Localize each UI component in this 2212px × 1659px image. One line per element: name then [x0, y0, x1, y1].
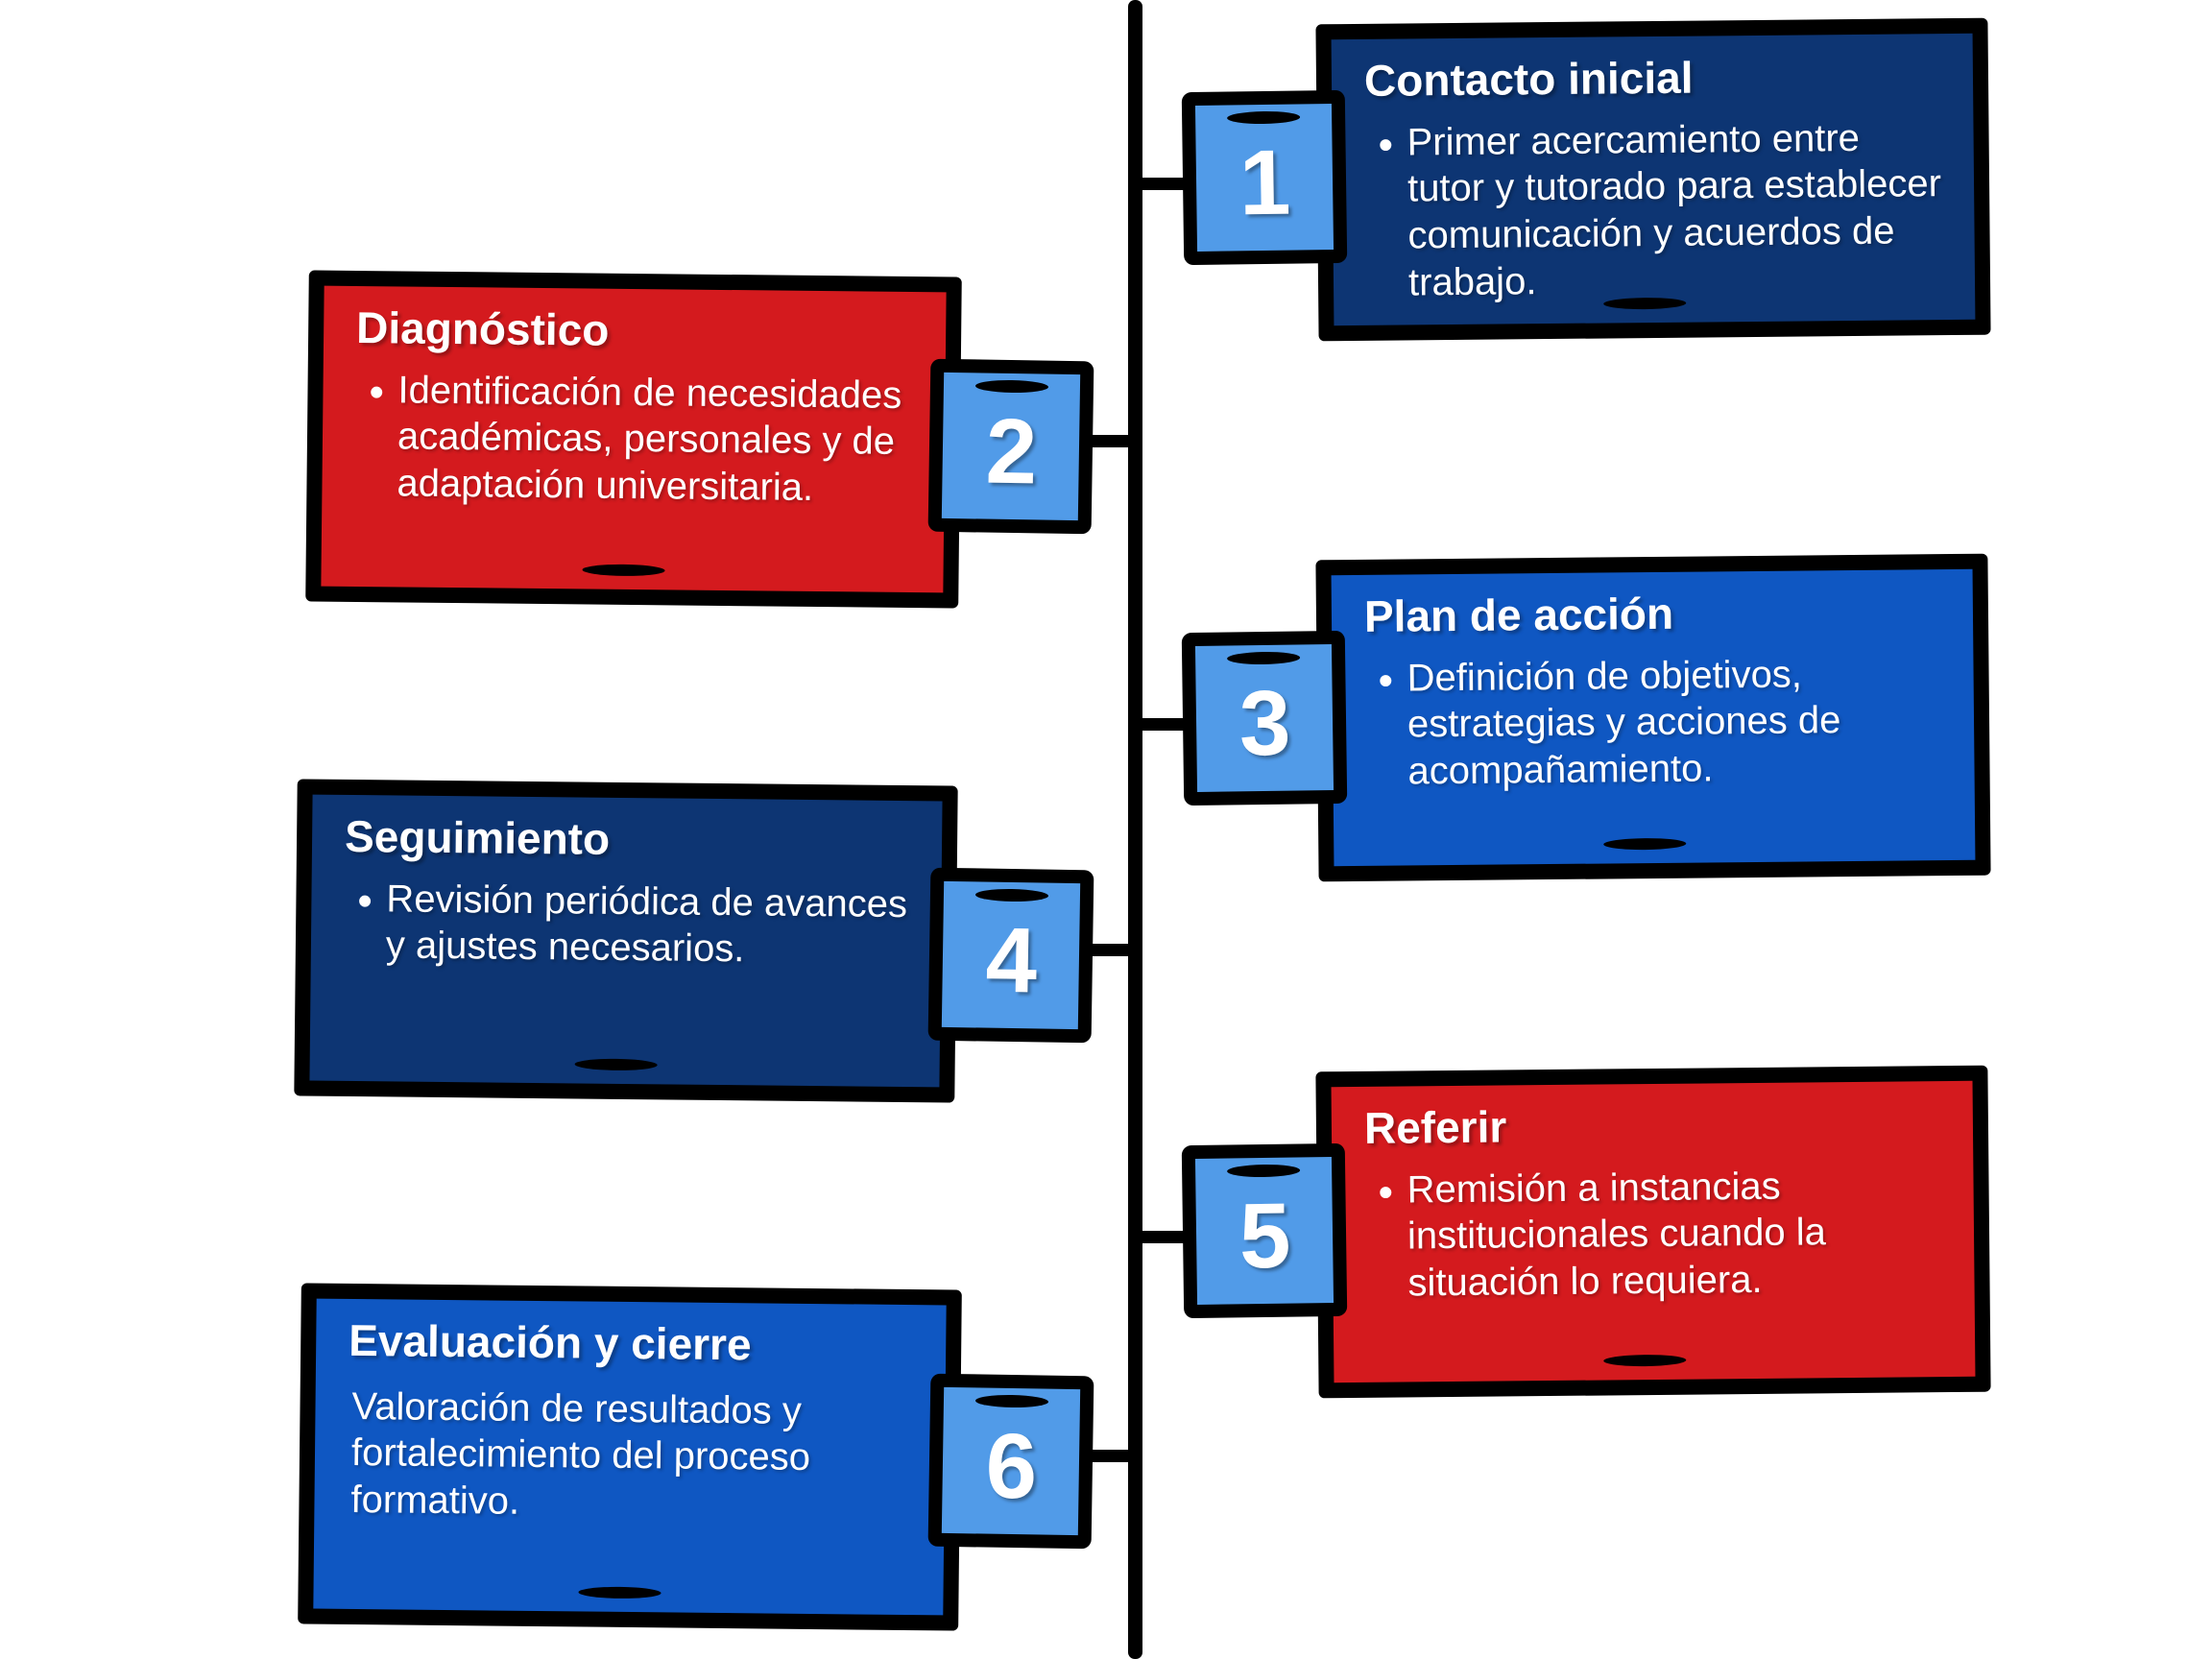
badge-decoration-ellipse-1	[1227, 110, 1301, 125]
step-badge-6[interactable]: 6	[927, 1373, 1094, 1550]
step-badge-5[interactable]: 5	[1181, 1142, 1348, 1319]
step-badge-3[interactable]: 3	[1181, 630, 1348, 806]
card-title-step-1: Contacto inicial	[1363, 52, 1694, 106]
badge-decoration-ellipse-4	[974, 888, 1049, 902]
card-body-step-4: Revisión periódica de avances y ajustes …	[385, 877, 908, 971]
step-badge-2[interactable]: 2	[927, 358, 1094, 535]
card-body-step-5: Remisión a instancias institucionales cu…	[1407, 1165, 1827, 1305]
timeline-spine	[1128, 0, 1142, 1659]
card-decoration-ellipse-step-3	[1602, 837, 1686, 851]
step-badge-4[interactable]: 4	[927, 867, 1094, 1044]
step-number-6: 6	[984, 1414, 1037, 1519]
card-body-step-1: Primer acercamiento entre tutor y tutora…	[1407, 116, 1942, 304]
card-step-5[interactable]: Referir • Remisión a instancias instituc…	[1315, 1065, 1991, 1399]
step-number-5: 5	[1238, 1184, 1291, 1288]
card-title-step-4: Seguimiento	[344, 810, 611, 864]
badge-decoration-ellipse-6	[974, 1394, 1049, 1408]
card-decoration-ellipse-step-4	[574, 1058, 658, 1071]
card-body-row-step-1: • Primer acercamiento entre tutor y tuto…	[1364, 114, 1942, 307]
bullet-icon-step-2: •	[369, 368, 385, 416]
bullet-icon-step-5: •	[1378, 1168, 1394, 1216]
step-number-3: 3	[1238, 671, 1291, 776]
step-badge-1[interactable]: 1	[1181, 89, 1348, 266]
bullet-icon-step-1: •	[1378, 121, 1394, 169]
card-step-1[interactable]: Contacto inicial • Primer acercamiento e…	[1315, 17, 1991, 342]
badge-decoration-ellipse-5	[1227, 1164, 1301, 1178]
card-body-row-step-3: • Definición de objetivos, estrategias y…	[1364, 650, 1941, 796]
card-decoration-ellipse-step-2	[582, 564, 665, 577]
card-decoration-ellipse-step-5	[1602, 1354, 1686, 1367]
card-title-step-3: Plan de acción	[1363, 588, 1674, 641]
badge-decoration-ellipse-3	[1227, 651, 1301, 665]
card-decoration-ellipse-step-1	[1602, 297, 1686, 310]
card-body-row-step-5: • Remisión a instancias institucionales …	[1364, 1162, 1941, 1308]
card-body-step-2: Identificación de necesidades académicas…	[397, 368, 902, 510]
bullet-icon-step-4: •	[357, 877, 373, 925]
card-step-2[interactable]: Diagnóstico • Identificación de necesida…	[305, 270, 962, 609]
card-title-step-5: Referir	[1363, 1101, 1507, 1153]
card-step-4[interactable]: Seguimiento • Revisión periódica de avan…	[294, 779, 958, 1103]
card-title-step-2: Diagnóstico	[355, 301, 610, 355]
card-body-row-step-6: Valoración de resultados y fortalecimien…	[347, 1382, 913, 1529]
card-title-step-6: Evaluación y cierre	[348, 1314, 752, 1370]
card-body-step-3: Definición de objetivos, estrategias y a…	[1407, 653, 1841, 793]
step-number-2: 2	[984, 399, 1037, 504]
card-step-3[interactable]: Plan de acción • Definición de objetivos…	[1315, 553, 1991, 882]
card-step-6[interactable]: Evaluación y cierre Valoración de result…	[298, 1283, 962, 1631]
card-body-row-step-4: • Revisión periódica de avances y ajuste…	[344, 875, 909, 974]
card-body-step-6: Valoración de resultados y fortalecimien…	[350, 1384, 811, 1523]
card-body-row-step-2: • Identificación de necesidades académic…	[354, 366, 913, 512]
step-number-4: 4	[984, 908, 1037, 1013]
card-decoration-ellipse-step-6	[577, 1586, 661, 1599]
step-number-1: 1	[1238, 131, 1291, 235]
bullet-icon-step-3: •	[1378, 657, 1394, 705]
badge-decoration-ellipse-2	[974, 379, 1049, 394]
